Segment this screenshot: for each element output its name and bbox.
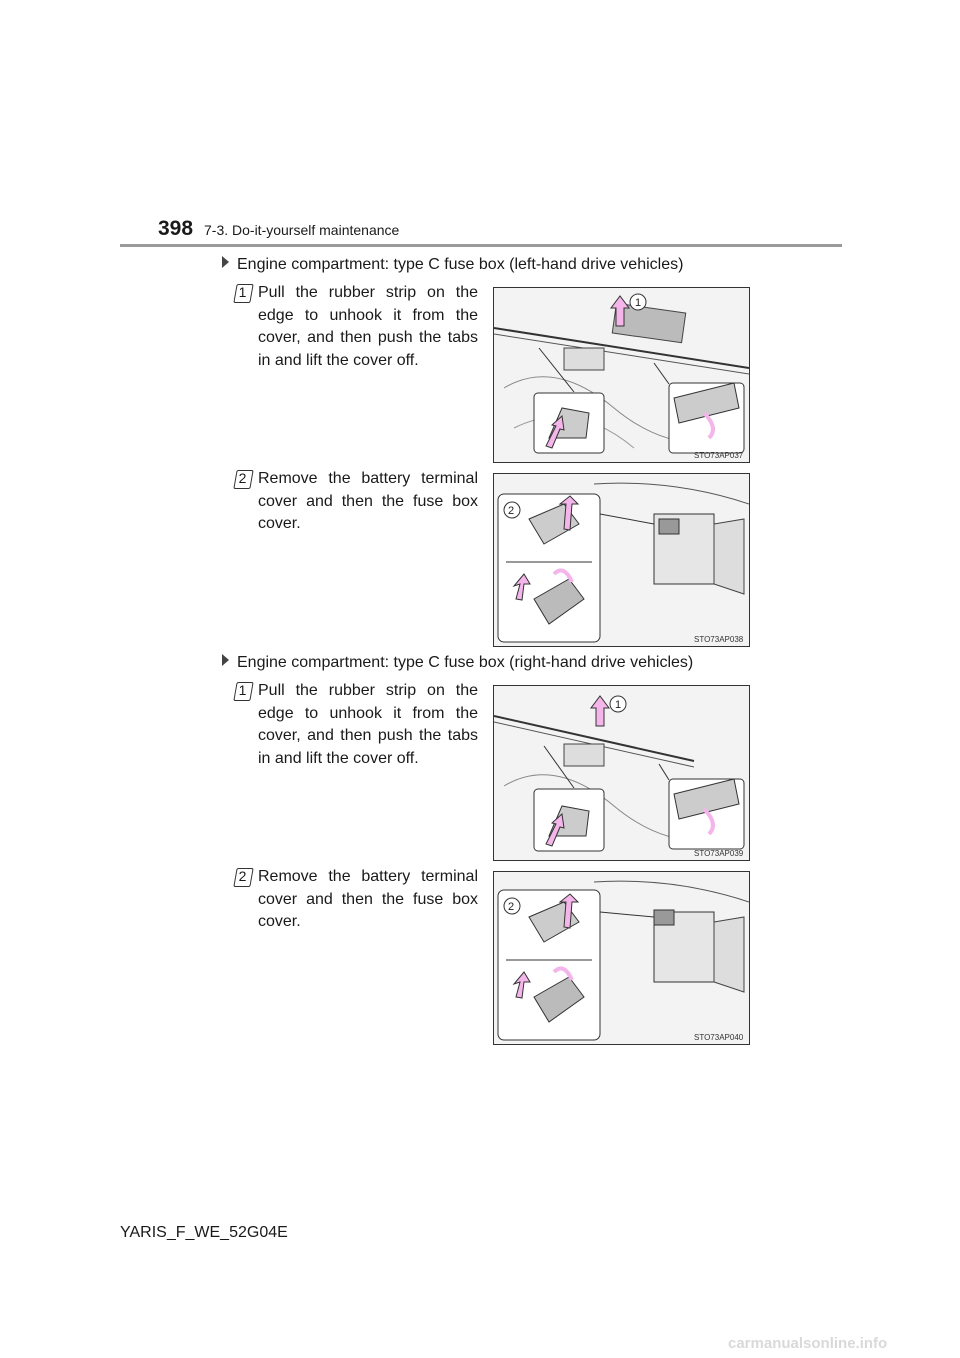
figure-callout: 2 bbox=[508, 505, 514, 517]
step-number: 2 bbox=[236, 471, 249, 486]
figure-code: STO73AP038 bbox=[694, 635, 744, 644]
step-number: 1 bbox=[236, 285, 249, 300]
figure-battery-cover-rhd: 2 STO73AP040 bbox=[493, 871, 750, 1045]
header-divider bbox=[120, 244, 842, 247]
figure-code: STO73AP039 bbox=[694, 849, 744, 858]
figure-rubber-strip-rhd: 1 STO73AP039 bbox=[493, 685, 750, 861]
step-instruction: Remove the battery terminal cover and th… bbox=[258, 470, 478, 532]
section-title: 7-3. Do-it-yourself maintenance bbox=[204, 222, 400, 238]
section-heading-rhd: Engine compartment: type C fuse box (rig… bbox=[222, 654, 693, 672]
document-code: YARIS_F_WE_52G04E bbox=[120, 1224, 288, 1241]
section-heading-lhd: Engine compartment: type C fuse box (lef… bbox=[222, 256, 683, 274]
figure-callout: 2 bbox=[508, 901, 514, 913]
figure-battery-cover-lhd: 2 STO73AP038 bbox=[493, 473, 750, 647]
step-instruction: Pull the rubber strip on the edge to unh… bbox=[258, 284, 478, 369]
figure-code: STO73AP040 bbox=[694, 1033, 744, 1042]
step-instruction: Remove the battery terminal cover and th… bbox=[258, 868, 478, 930]
heading-text: Engine compartment: type C fuse box (rig… bbox=[237, 654, 694, 671]
step-number: 2 bbox=[236, 869, 249, 884]
step-instruction: Pull the rubber strip on the edge to unh… bbox=[258, 682, 478, 767]
heading-text: Engine compartment: type C fuse box (lef… bbox=[237, 256, 684, 273]
triangle-bullet-icon bbox=[222, 654, 229, 666]
figure-code: STO73AP037 bbox=[694, 451, 744, 460]
page-number: 398 bbox=[158, 217, 194, 240]
step-number: 1 bbox=[236, 683, 249, 698]
watermark: carmanualsonline.info bbox=[728, 1335, 888, 1352]
figure-callout: 1 bbox=[635, 297, 641, 309]
triangle-bullet-icon bbox=[222, 256, 229, 268]
figure-rubber-strip-lhd: 1 STO73AP037 bbox=[493, 287, 750, 463]
figure-callout: 1 bbox=[615, 699, 621, 711]
